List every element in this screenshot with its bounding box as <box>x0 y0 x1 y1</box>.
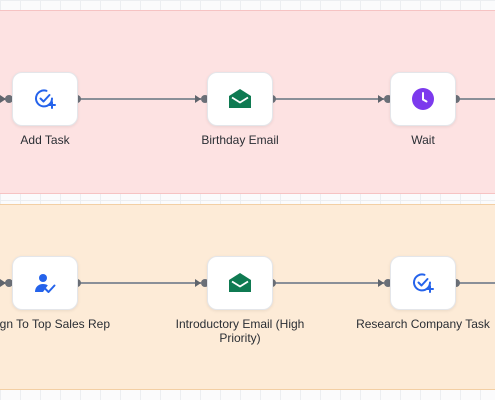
arrow-head <box>378 95 384 103</box>
clock-icon <box>411 87 435 111</box>
connector-line <box>457 98 495 100</box>
node-introductory-email[interactable] <box>207 256 273 310</box>
connection-port[interactable] <box>201 279 209 287</box>
node-label: Add Task <box>20 133 70 147</box>
arrow-head <box>195 95 201 103</box>
envelope-icon <box>228 88 252 110</box>
assign-user-icon <box>33 271 57 295</box>
node-research-company-task[interactable] <box>390 256 456 310</box>
connection-port[interactable] <box>384 279 392 287</box>
node-label-text: Assign To Top Sales Rep <box>0 317 110 331</box>
arrow-head <box>0 279 6 287</box>
arrow-head <box>195 279 201 287</box>
node-label: Assign To Top Sales Rep <box>0 317 110 331</box>
node-label: Wait <box>411 133 435 147</box>
connector-line <box>272 98 384 100</box>
connection-port[interactable] <box>452 279 460 287</box>
connection-port[interactable] <box>5 95 13 103</box>
node-wait[interactable] <box>390 72 456 126</box>
node-assign-sales-rep[interactable] <box>12 256 78 310</box>
task-add-icon <box>411 271 435 295</box>
node-label: Introductory Email (High Priority) <box>175 317 305 345</box>
arrow-head <box>378 279 384 287</box>
node-label: Research Company Task <box>356 317 490 331</box>
connector-line <box>77 98 201 100</box>
node-add-task[interactable] <box>12 72 78 126</box>
envelope-icon <box>228 272 252 294</box>
connection-port[interactable] <box>201 95 209 103</box>
connection-port[interactable] <box>5 279 13 287</box>
node-label: Birthday Email <box>201 133 279 147</box>
arrow-head <box>0 95 6 103</box>
task-add-icon <box>33 87 57 111</box>
connector-line <box>457 282 495 284</box>
connection-port[interactable] <box>384 95 392 103</box>
node-birthday-email[interactable] <box>207 72 273 126</box>
connection-port[interactable] <box>452 95 460 103</box>
connector-line <box>272 282 384 284</box>
connector-line <box>77 282 201 284</box>
